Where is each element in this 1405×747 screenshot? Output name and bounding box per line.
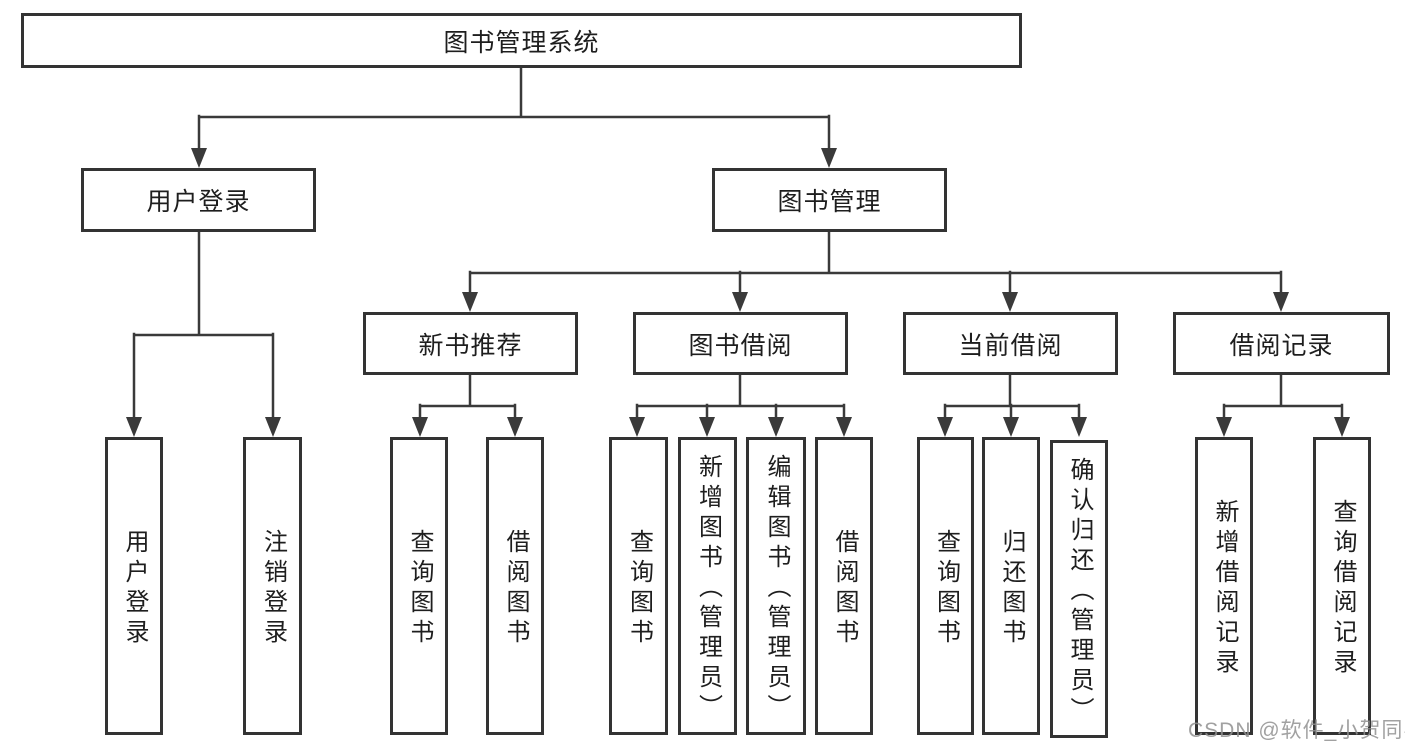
leaf-br-query-record: 查询借阅记录	[1313, 437, 1371, 735]
leaf-user-login: 用户登录	[105, 437, 163, 735]
node-user-login: 用户登录	[81, 168, 316, 232]
leaf-br-add-record: 新增借阅记录	[1195, 437, 1253, 735]
arrowheads	[126, 148, 1350, 437]
leaf-bb-add-book-admin: 新增图书（管理员）	[678, 437, 737, 735]
node-book-management: 图书管理	[712, 168, 947, 232]
leaf-nb-borrow-book: 借阅图书	[486, 437, 544, 735]
node-borrowing-records: 借阅记录	[1173, 312, 1390, 375]
leaf-cb-return-book: 归还图书	[982, 437, 1040, 735]
node-new-book-recommendation: 新书推荐	[363, 312, 578, 375]
leaf-logout: 注销登录	[243, 437, 302, 735]
leaf-bb-borrow-book: 借阅图书	[815, 437, 873, 735]
node-current-borrowing: 当前借阅	[903, 312, 1118, 375]
csdn-watermark: CSDN @软件_小贺同学	[1188, 719, 1405, 742]
node-book-borrowing: 图书借阅	[633, 312, 848, 375]
leaf-bb-edit-book-admin: 编辑图书（管理员）	[746, 437, 806, 735]
leaf-bb-query-book: 查询图书	[609, 437, 668, 735]
leaf-cb-query-book: 查询图书	[917, 437, 974, 735]
node-root: 图书管理系统	[21, 13, 1022, 68]
leaf-nb-query-book: 查询图书	[390, 437, 448, 735]
leaf-cb-confirm-return-admin: 确认归还（管理员）	[1050, 440, 1108, 738]
